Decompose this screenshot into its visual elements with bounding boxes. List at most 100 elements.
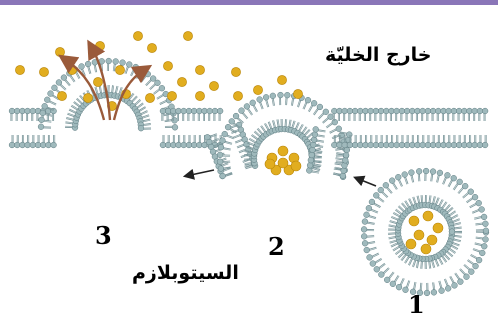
phospholipid-head — [225, 124, 231, 130]
phospholipid-head — [176, 108, 182, 114]
phospholipid-head — [165, 108, 171, 114]
phospholipid-head — [172, 117, 178, 123]
phospholipid-head — [106, 58, 112, 64]
phospholipid-head — [113, 59, 119, 65]
phospholipid-head — [363, 142, 369, 148]
phospholipid-head — [9, 108, 15, 114]
phospholipid-head — [451, 175, 457, 181]
phospholipid-head — [441, 108, 447, 114]
secretory-particle — [183, 31, 192, 40]
phospholipid-head — [312, 132, 318, 138]
phospholipid-head — [48, 91, 54, 97]
phospholipid-head — [181, 108, 187, 114]
phospholipid-head — [39, 117, 45, 123]
secretory-particle — [147, 43, 156, 52]
phospholipid-head — [46, 142, 52, 148]
phospholipid-head — [394, 142, 400, 148]
phospholipid-head — [176, 142, 182, 148]
secretory-particle — [423, 211, 433, 221]
phospholipid-head — [425, 108, 431, 114]
phospholipid-head — [14, 142, 20, 148]
phospholipid-head — [160, 142, 166, 148]
secretory-particle — [265, 159, 275, 169]
secretory-particle — [39, 67, 48, 76]
phospholipid-head — [383, 142, 389, 148]
phospholipid-head — [40, 142, 46, 148]
phospholipid-head — [390, 281, 396, 287]
phospholipid-head — [483, 228, 489, 234]
phospholipid-head — [217, 159, 223, 165]
phospholipid-head — [308, 157, 314, 163]
phospholipid-head — [331, 108, 337, 114]
phospholipid-head — [61, 75, 67, 81]
secretory-particle — [414, 230, 424, 240]
phospholipid-head — [336, 126, 342, 132]
phospholipid-head — [461, 142, 467, 148]
phospholipid-head — [441, 142, 447, 148]
cell-membrane — [9, 58, 488, 180]
phospholipid-head — [373, 192, 379, 198]
secretory-particle — [231, 67, 240, 76]
phospholipid-head — [342, 157, 348, 163]
phospholipid-head — [457, 279, 463, 285]
secretory-particle — [177, 77, 186, 86]
phospholipid-head — [172, 124, 178, 130]
phospholipid-head — [404, 108, 410, 114]
phospholipid-head — [361, 226, 367, 232]
phospholipid-head — [476, 200, 482, 206]
phospholipid-head — [449, 229, 455, 235]
phospholipid-head — [250, 100, 256, 106]
phospholipid-head — [229, 118, 235, 124]
phospholipid-head — [202, 108, 208, 114]
phospholipid-head — [331, 142, 337, 148]
phospholipid-head — [451, 142, 457, 148]
phospholipid-head — [420, 108, 426, 114]
phospholipid-head — [44, 97, 50, 103]
phospholipid-head — [239, 108, 245, 114]
phospholipid-head — [366, 205, 372, 211]
phospholipid-head — [461, 108, 467, 114]
phospholipid-head — [404, 142, 410, 148]
phospholipid-head — [408, 170, 414, 176]
phospholipid-head — [464, 274, 470, 280]
phospholipid-head — [311, 137, 317, 143]
phospholipid-head — [452, 282, 458, 288]
phospholipid-head — [220, 138, 226, 144]
phospholipid-head — [430, 169, 436, 175]
phospholipid-head — [340, 173, 346, 179]
phospholipid-head — [347, 142, 353, 148]
secretory-particle — [133, 31, 142, 40]
phospholipid-head — [138, 125, 144, 131]
phospholipid-head — [126, 62, 132, 68]
phospholipid-head — [342, 142, 348, 148]
phospholipid-head — [424, 290, 430, 296]
phospholipid-head — [307, 162, 313, 168]
phospholipid-head — [52, 85, 58, 91]
phospholipid-head — [415, 108, 421, 114]
phospholipid-head — [30, 142, 36, 148]
phospholipid-head — [25, 108, 31, 114]
secretory-particle — [233, 91, 242, 100]
phospholipid-head — [51, 142, 57, 148]
secretory-particle — [421, 244, 431, 254]
phospholipid-head — [389, 178, 395, 184]
phospholipid-head — [20, 108, 26, 114]
phospholipid-head — [431, 289, 437, 295]
phospholipid-head — [20, 142, 26, 148]
phospholipid-head — [435, 142, 441, 148]
phospholipid-head — [30, 108, 36, 114]
secretory-particle — [278, 146, 288, 156]
phospholipid-head — [341, 168, 347, 174]
phospholipid-head — [233, 113, 239, 119]
secretory-particle — [293, 89, 302, 98]
phospholipid-head — [284, 92, 290, 98]
phospholipid-head — [396, 284, 402, 290]
phospholipid-head — [378, 108, 384, 114]
phospholipid-head — [378, 142, 384, 148]
phospholipid-head — [218, 144, 224, 150]
move-arrow-2-to-3 — [186, 170, 214, 176]
phospholipid-head — [479, 250, 485, 256]
phospholipid-head — [481, 243, 487, 249]
phospholipid-head — [361, 233, 367, 239]
secretory-particle — [57, 91, 66, 100]
